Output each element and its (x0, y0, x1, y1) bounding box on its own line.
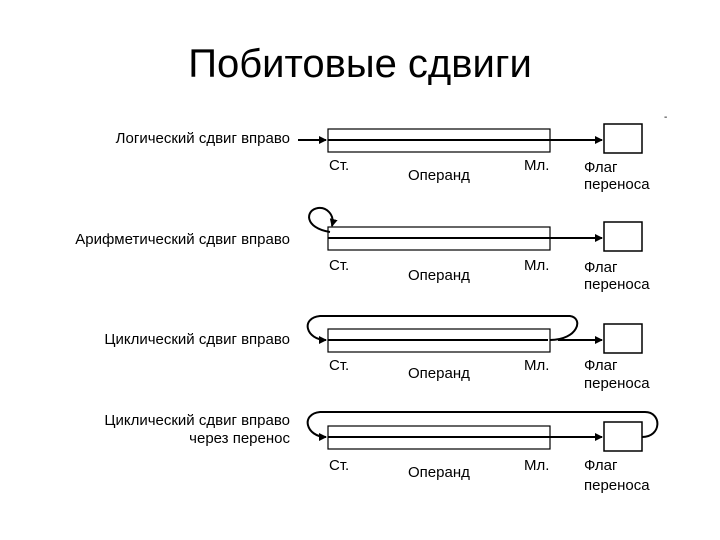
flag-label-line2: переноса (584, 477, 650, 494)
shift-label-line2: через перенос (189, 430, 290, 447)
flag-label-line1: Флаг (584, 159, 618, 176)
carry-flag-box (603, 123, 643, 154)
msb-label: Ст. (329, 257, 350, 274)
rotate-carry-loop-arrow (306, 411, 659, 441)
shift-label: Циклический сдвиг вправо (104, 331, 290, 348)
corner-mark: - (664, 112, 668, 123)
row-rotate-right (306, 315, 643, 354)
rotate-loop-arrow (306, 315, 579, 344)
carry-flag-box (603, 421, 643, 452)
msb-label: Ст. (329, 157, 350, 174)
operand-label: Операнд (408, 365, 470, 382)
lsb-label: Мл. (524, 357, 550, 374)
sign-loop-arrow (308, 206, 338, 233)
row-arithmetic-shift (308, 206, 643, 252)
msb-label: Ст. (329, 457, 350, 474)
operand-label: Операнд (408, 167, 470, 184)
flag-label-line1: Флаг (584, 457, 618, 474)
flag-label-line1: Флаг (584, 259, 618, 276)
carry-flag-box (603, 221, 643, 252)
page-title: Побитовые сдвиги (188, 42, 532, 86)
shift-label: Арифметический сдвиг вправо (75, 231, 290, 248)
row-logical-shift (298, 123, 643, 154)
shift-label-line1: Циклический сдвиг вправо (104, 412, 290, 429)
flag-label-line2: переноса (584, 176, 650, 193)
flag-label-line2: переноса (584, 375, 650, 392)
row-rotate-through-carry (306, 411, 659, 452)
flag-label-line2: переноса (584, 276, 650, 293)
lsb-label: Мл. (524, 457, 550, 474)
shift-label: Логический сдвиг вправо (115, 130, 290, 147)
msb-label: Ст. (329, 357, 350, 374)
operand-label: Операнд (408, 464, 470, 481)
carry-flag-box (603, 323, 643, 354)
lsb-label: Мл. (524, 157, 550, 174)
operand-label: Операнд (408, 267, 470, 284)
lsb-label: Мл. (524, 257, 550, 274)
flag-label-line1: Флаг (584, 357, 618, 374)
